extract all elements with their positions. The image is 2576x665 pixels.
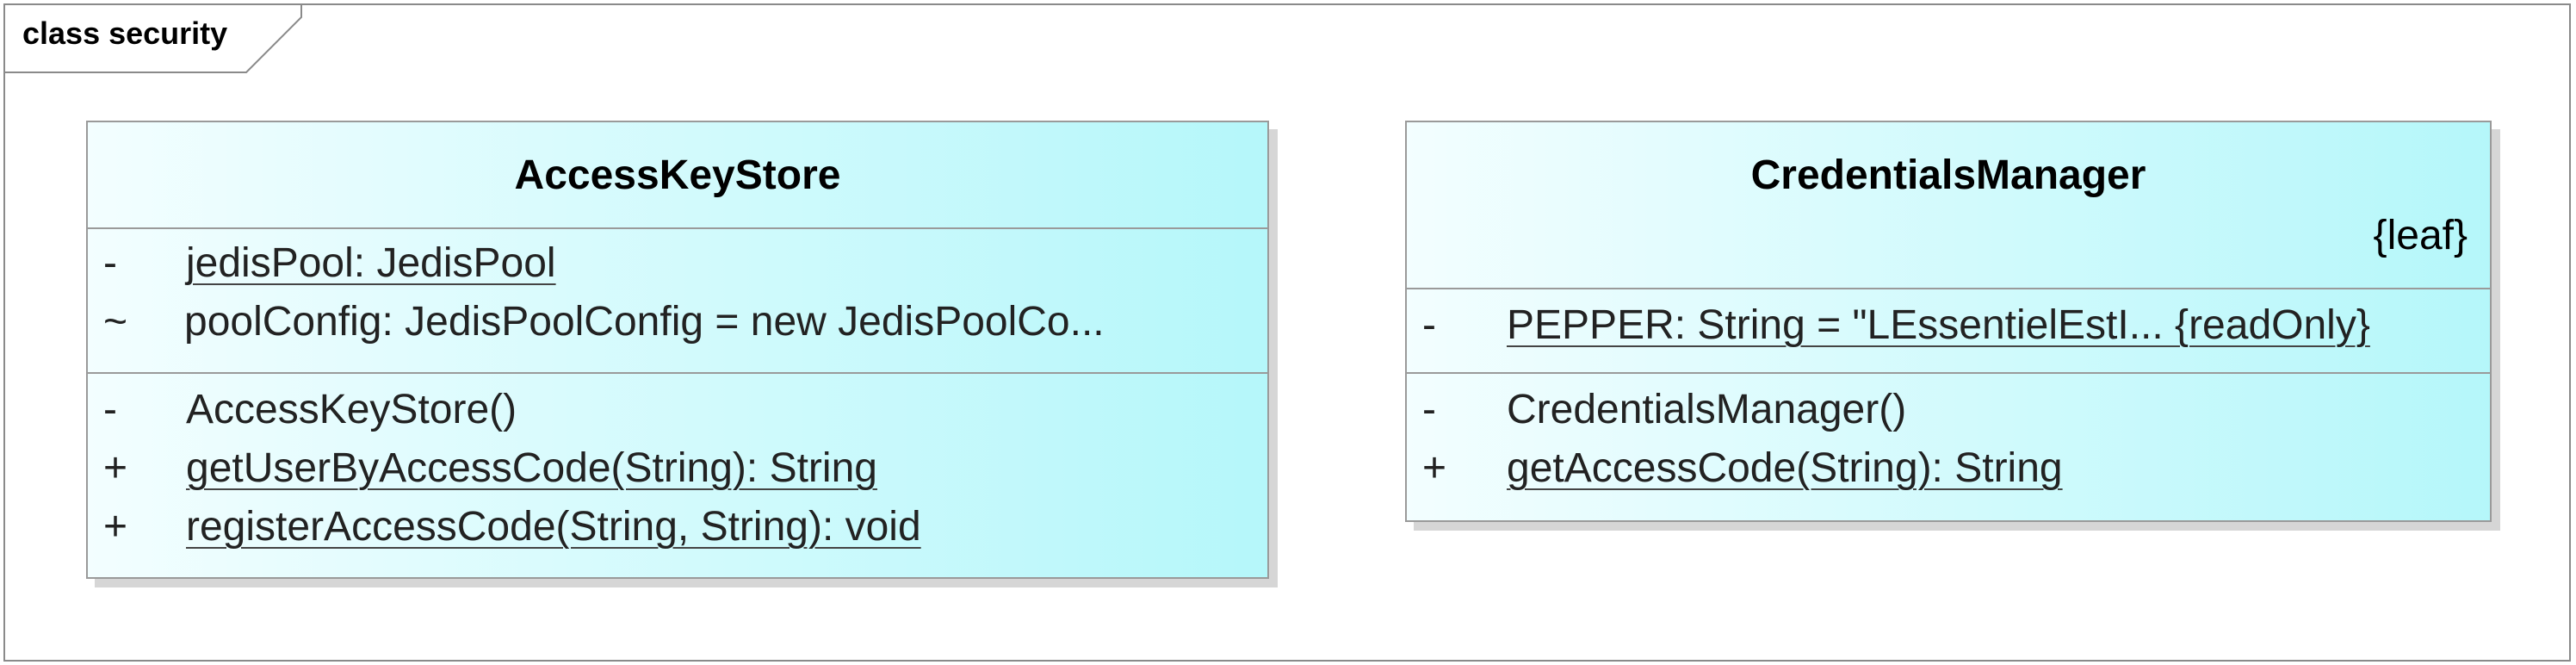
visibility-marker: - [1422, 302, 1436, 348]
attribute-text: PEPPER: String = "LEssentielEstI... {rea… [1507, 302, 2370, 348]
class-constraint: {leaf} [2373, 213, 2468, 258]
frame-tab: class security [5, 5, 307, 74]
visibility-marker: ~ [103, 299, 128, 345]
attribute-text: jedisPool: JedisPool [186, 240, 556, 286]
diagram-frame: class security [3, 3, 2571, 662]
operation-text: getAccessCode(String): String [1507, 445, 2063, 491]
operations-compartment: - AccessKeyStore() + getUserByAccessCode… [88, 374, 1267, 577]
visibility-marker: - [103, 240, 117, 286]
visibility-marker: - [103, 387, 117, 432]
attributes-compartment: - jedisPool: JedisPool ~ poolConfig: Jed… [88, 229, 1267, 374]
operation-text: CredentialsManager() [1507, 387, 1907, 432]
visibility-marker: + [1422, 445, 1447, 491]
operation-text: AccessKeyStore() [186, 387, 517, 432]
visibility-marker: + [103, 504, 128, 550]
class-header: AccessKeyStore [88, 122, 1267, 229]
frame-title: class security [22, 16, 228, 51]
attribute-text: poolConfig: JedisPoolConfig = new JedisP… [184, 299, 1105, 345]
class-credentials-manager[interactable]: CredentialsManager {leaf} - PEPPER: Stri… [1405, 121, 2492, 522]
visibility-marker: - [1422, 387, 1436, 432]
operation-text: getUserByAccessCode(String): String [186, 445, 877, 491]
class-access-key-store[interactable]: AccessKeyStore - jedisPool: JedisPool ~ … [86, 121, 1269, 579]
class-header: CredentialsManager {leaf} [1407, 122, 2490, 289]
operation-text: registerAccessCode(String, String): void [186, 504, 921, 550]
operations-compartment: - CredentialsManager() + getAccessCode(S… [1407, 374, 2490, 519]
visibility-marker: + [103, 445, 128, 491]
frame-tab-outline [5, 5, 302, 73]
attributes-compartment: - PEPPER: String = "LEssentielEstI... {r… [1407, 289, 2490, 374]
class-name: CredentialsManager [1750, 152, 2146, 198]
class-name: AccessKeyStore [514, 152, 841, 198]
